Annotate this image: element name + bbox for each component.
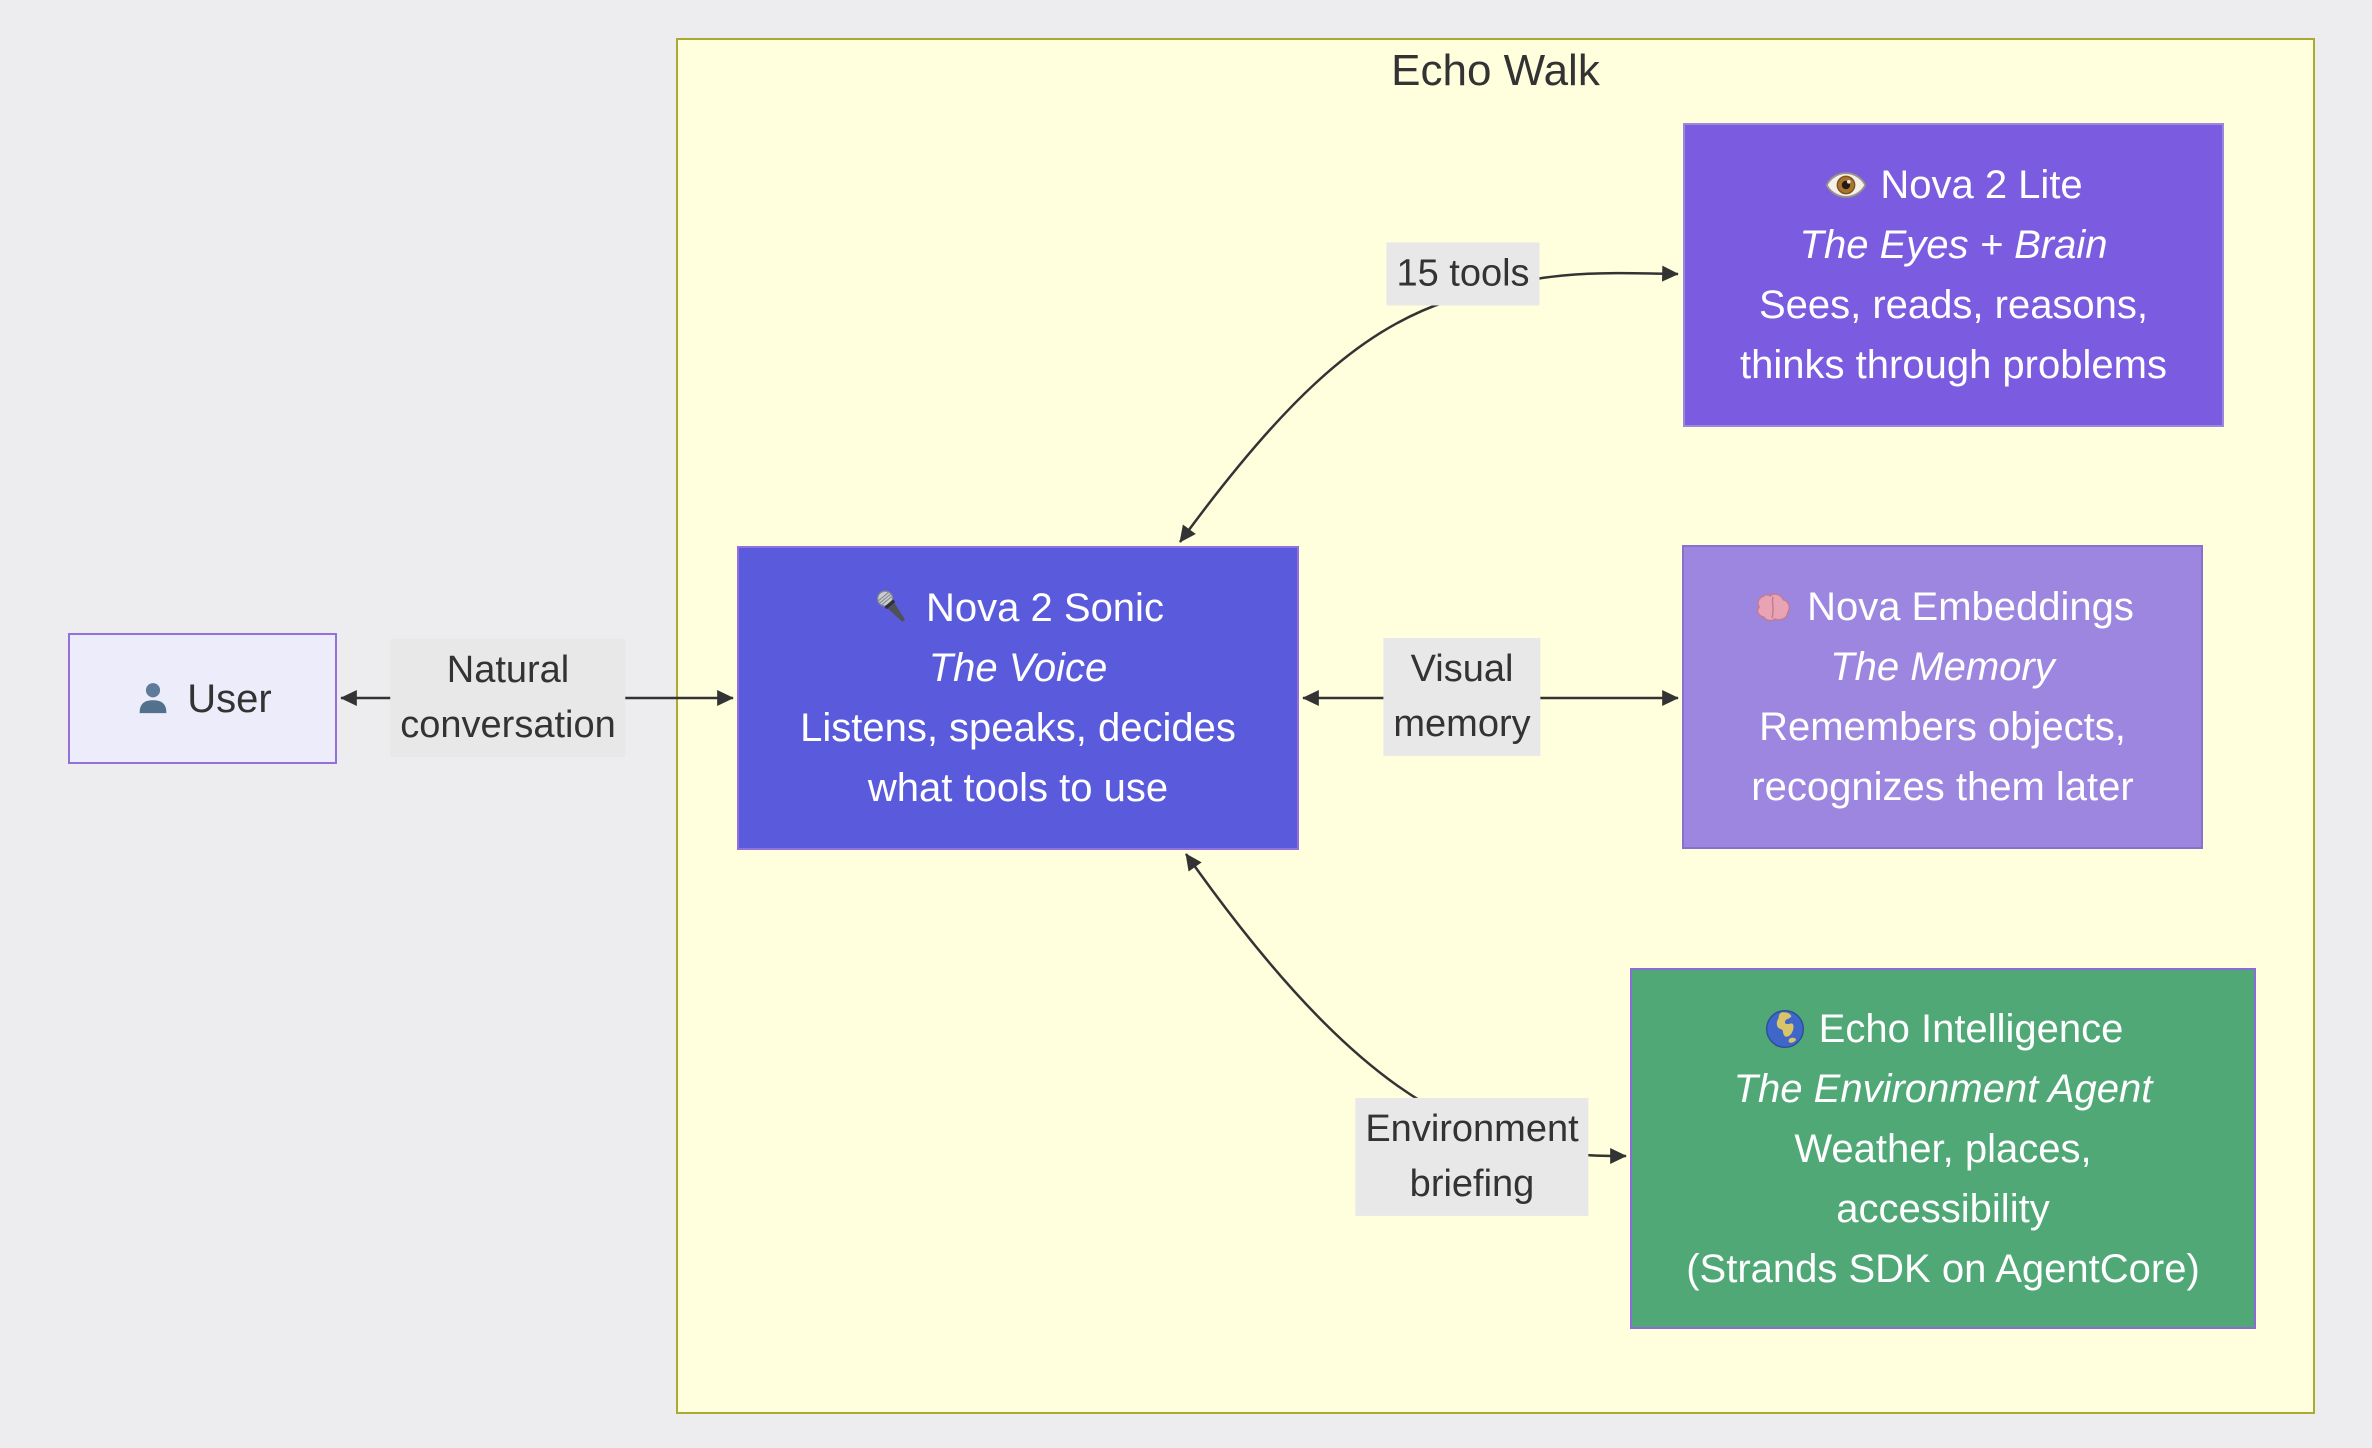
node-nova-embeddings: Nova Embeddings The Memory Remembers obj… <box>1682 545 2203 849</box>
node-sonic-desc-1: Listens, speaks, decides <box>800 706 1236 750</box>
node-lite-desc-2: thinks through problems <box>1740 343 2167 387</box>
node-intelligence-desc-3: (Strands SDK on AgentCore) <box>1686 1246 2200 1291</box>
node-intelligence-desc-1: Weather, places, <box>1794 1126 2092 1171</box>
node-lite-title: Nova 2 Lite <box>1880 163 2083 207</box>
node-user: User <box>68 633 337 764</box>
edge-label-natural-conversation: Natural conversation <box>390 638 626 758</box>
node-sonic-title: Nova 2 Sonic <box>926 586 1164 630</box>
node-intelligence-desc-2: accessibility <box>1836 1186 2050 1231</box>
eye-icon <box>1824 163 1868 207</box>
node-intelligence-title: Echo Intelligence <box>1818 1006 2124 1051</box>
node-sonic-desc-2: what tools to use <box>867 766 1169 810</box>
edge-label-visual-memory: Visual memory <box>1383 637 1541 757</box>
node-intelligence-subtitle: The Environment Agent <box>1733 1066 2153 1111</box>
microphone-icon <box>872 587 914 629</box>
node-sonic-subtitle: The Voice <box>928 646 1108 690</box>
brain-icon <box>1751 585 1795 629</box>
node-echo-intelligence: Echo Intelligence The Environment Agent … <box>1630 968 2256 1329</box>
node-lite-subtitle: The Eyes + Brain <box>1799 223 2108 267</box>
edge-label-environment-briefing: Environment briefing <box>1355 1097 1589 1217</box>
node-embeddings-subtitle: The Memory <box>1830 645 2055 689</box>
node-user-label: User <box>187 676 272 721</box>
node-lite-desc-1: Sees, reads, reasons, <box>1758 283 2149 327</box>
cluster-title: Echo Walk <box>1391 46 1600 95</box>
globe-icon <box>1763 1007 1807 1051</box>
node-embeddings-desc-2: recognizes them later <box>1751 765 2134 809</box>
node-embeddings-title: Nova Embeddings <box>1807 585 2134 629</box>
edge-label-15-tools: 15 tools <box>1386 242 1540 306</box>
node-nova-2-sonic: Nova 2 Sonic The Voice Listens, speaks, … <box>737 546 1299 850</box>
person-icon <box>133 679 173 719</box>
node-nova-2-lite: Nova 2 Lite The Eyes + Brain Sees, reads… <box>1683 123 2224 427</box>
node-embeddings-desc-1: Remembers objects, <box>1759 705 2126 749</box>
edge-sonic-lite <box>1178 265 1679 543</box>
